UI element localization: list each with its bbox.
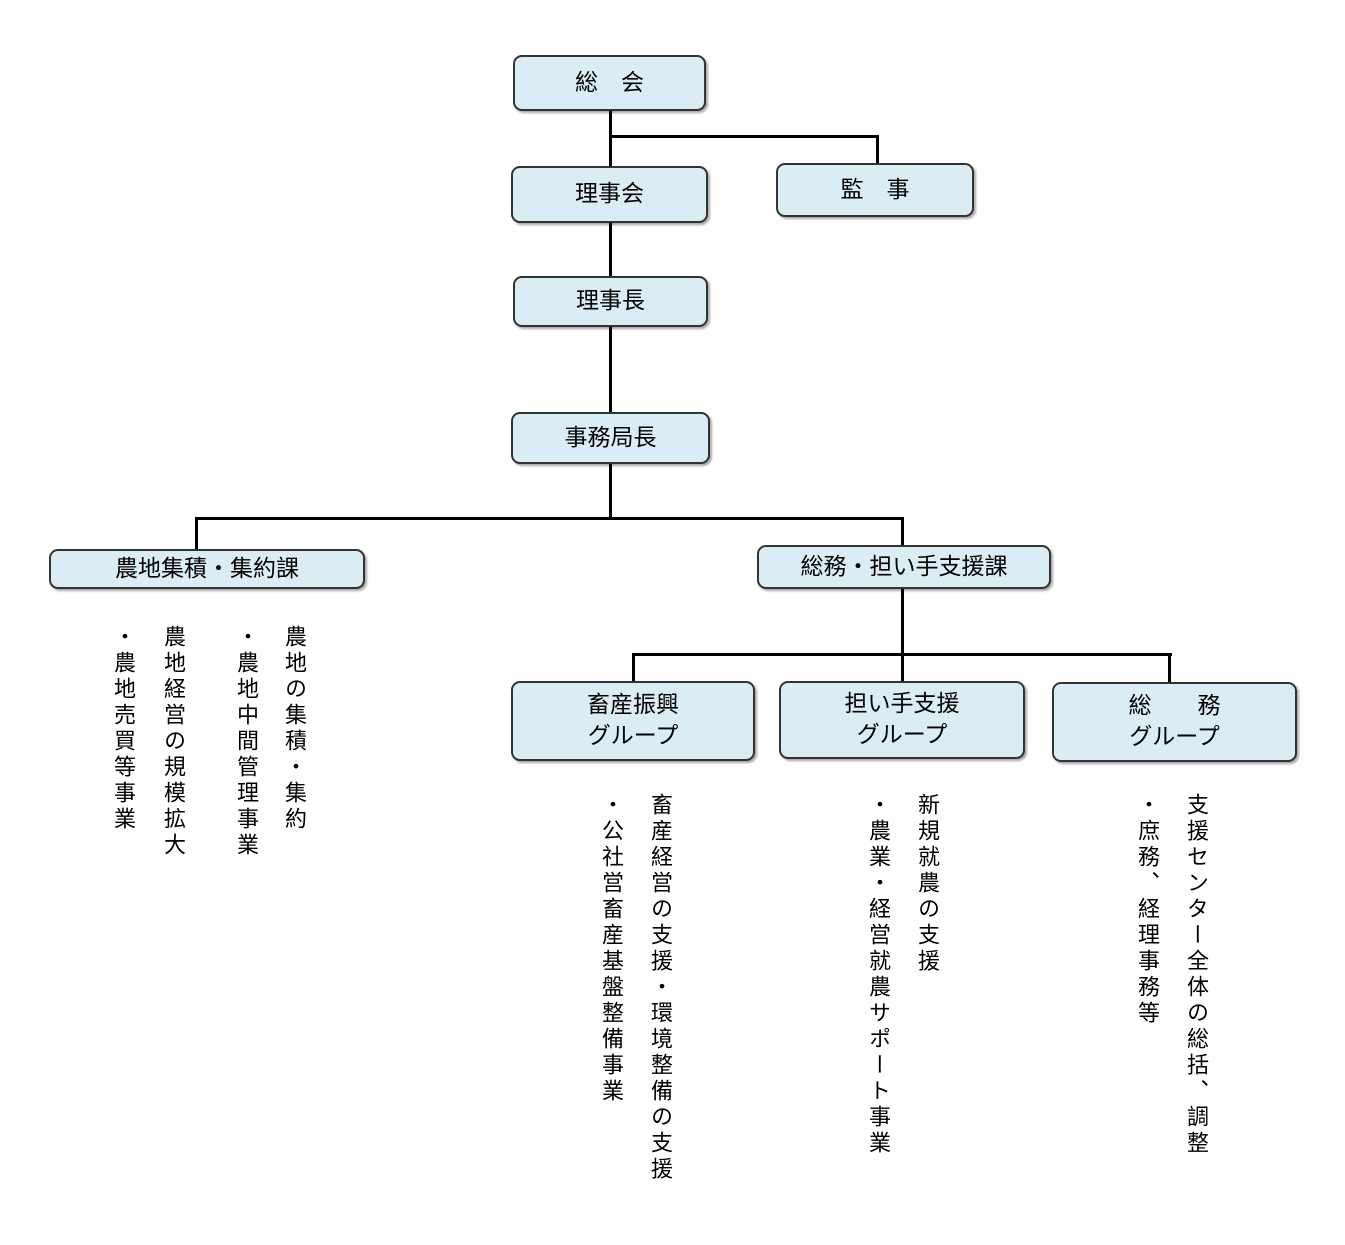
connector-line: [632, 653, 635, 681]
secretary-general-box: 事務局長: [511, 412, 710, 464]
duty-farmland-consolidation: 農地の集積・集約: [281, 625, 306, 833]
connector-line: [609, 110, 612, 166]
connector-line: [901, 517, 904, 545]
farmland-consolidation-section-box: 農地集積・集約課: [49, 549, 365, 589]
general-affairs-support-section-label: 総務・担い手支援課: [800, 553, 1008, 580]
chairman-label: 理事長: [576, 288, 645, 314]
livestock-promotion-group-box: 畜産振興 グループ: [511, 681, 755, 761]
general-affairs-group-box: 総 務 グループ: [1052, 682, 1297, 762]
connector-line: [609, 135, 879, 138]
connector-line: [632, 653, 1172, 656]
livestock-promotion-group-line1: 畜産振興: [587, 692, 679, 718]
connector-line: [195, 517, 904, 520]
general-affairs-group-line1: 総 務: [1128, 693, 1221, 719]
connector-line: [1168, 653, 1171, 682]
duty-center-coordination: 支援センター全体の総括、調整: [1183, 793, 1208, 1157]
connector-line: [901, 588, 904, 681]
board-of-directors-label: 理事会: [575, 181, 644, 207]
farmer-support-group-line1: 担い手支援: [844, 691, 960, 717]
duty-new-farmer-support: 新規就農の支援: [914, 793, 939, 975]
duty-farmland-intermediary-business: ・農地中間管理事業: [233, 625, 258, 859]
connector-line: [876, 135, 879, 163]
duty-farmland-sales-business: ・農地売買等事業: [110, 625, 135, 833]
duty-farming-support-business: ・農業・経営就農サポート事業: [865, 793, 890, 1157]
board-of-directors-box: 理事会: [511, 166, 708, 223]
farmer-support-group-line2: グループ: [856, 722, 948, 748]
general-affairs-support-section-box: 総務・担い手支援課: [757, 545, 1051, 589]
connector-line: [609, 222, 612, 276]
general-assembly-label: 総 会: [575, 69, 644, 96]
secretary-general-label: 事務局長: [564, 424, 657, 451]
general-affairs-group-line2: グループ: [1129, 724, 1220, 750]
duty-livestock-support: 畜産経営の支援・環境整備の支援: [647, 793, 672, 1183]
connector-line: [195, 517, 198, 549]
auditor-box: 監 事: [776, 163, 974, 217]
farmer-support-group-box: 担い手支援 グループ: [779, 681, 1025, 759]
connector-line: [609, 326, 612, 412]
duty-clerical-accounting: ・庶務、経理事務等: [1134, 793, 1159, 1027]
duty-farm-scale-expansion: 農地経営の規模拡大: [160, 625, 185, 859]
connector-line: [609, 463, 612, 520]
general-assembly-box: 総 会: [513, 55, 706, 111]
farmland-consolidation-section-label: 農地集積・集約課: [115, 555, 299, 582]
auditor-label: 監 事: [840, 176, 910, 203]
livestock-promotion-group-line2: グループ: [587, 723, 679, 749]
chairman-box: 理事長: [513, 276, 708, 327]
duty-livestock-infrastructure-business: ・公社営畜産基盤整備事業: [598, 793, 623, 1105]
